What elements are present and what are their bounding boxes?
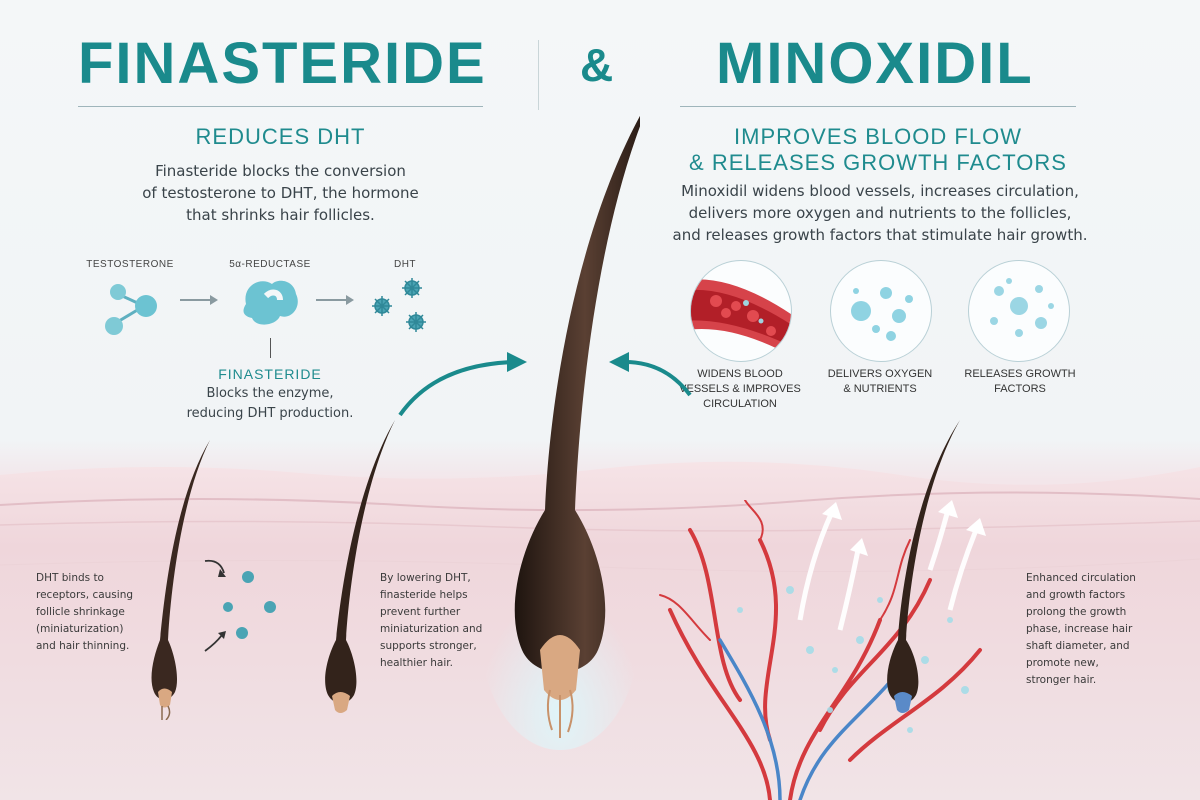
finasteride-effect-note: By lowering DHT, finasteride helps preve…: [380, 572, 483, 669]
right-title-rule: [680, 106, 1076, 107]
pathway-arrow-2-icon: [316, 295, 354, 305]
enzyme-icon: [243, 280, 298, 325]
finasteride-description: Finasteride blocks the conversion of tes…: [142, 162, 419, 224]
dht-particles-icon: [372, 278, 426, 332]
minoxidil-subtitle-line2: & RELEASES GROWTH FACTORS: [689, 150, 1067, 175]
finasteride-subtitle: REDUCES DHT: [195, 124, 366, 149]
finasteride-blocker-label: FINASTERIDE: [218, 366, 322, 382]
healthier-hair-follicle: [325, 420, 395, 713]
finasteride-title: FINASTERIDE: [78, 31, 487, 96]
dht-effect-note: DHT binds to receptors, causing follicle…: [36, 572, 134, 652]
benefit-label-oxygen: DELIVERS OXYGEN & NUTRIENTS: [827, 368, 933, 395]
benefit-label-growth-factors: RELEASES GROWTH FACTORS: [964, 368, 1076, 395]
ampersand: &: [580, 39, 616, 91]
skin-dht-particles-icon: [204, 559, 276, 652]
thinning-hair-follicle: [151, 440, 210, 720]
regrowing-hair-follicle: [887, 420, 960, 713]
pathway-dht-label: DHT: [393, 259, 417, 270]
left-curved-arrow-icon: [398, 352, 527, 417]
blood-vessel-circle: [690, 260, 792, 362]
pathway-enzyme-label: 5α-REDUCTASE: [229, 259, 311, 270]
minoxidil-effect-note: Enhanced circulation and growth factors …: [1026, 572, 1136, 686]
testosterone-molecule-icon: [105, 284, 157, 335]
blocker-line: [270, 338, 271, 358]
oxygen-circle: [830, 260, 932, 362]
growth-factor-circle: [968, 260, 1070, 362]
minoxidil-title: MINOXIDIL: [716, 31, 1034, 96]
central-hair-follicle: [480, 116, 640, 750]
right-curved-arrow-icon: [609, 352, 692, 397]
blood-vessel-network: [659, 500, 982, 800]
oxygen-bubbles-icon: [851, 287, 913, 341]
benefit-label-circulation: WIDENS BLOOD VESSELS & IMPROVES CIRCULAT…: [679, 368, 801, 410]
left-title-rule: [78, 106, 483, 107]
pathway-testosterone-label: TESTOSTERONE: [86, 259, 174, 270]
growth-up-arrows-icon: [797, 500, 986, 631]
minoxidil-subtitle-line1: IMPROVES BLOOD FLOW: [734, 124, 1022, 149]
blood-vessel-icon: [691, 279, 791, 356]
growth-factor-icon: [990, 278, 1054, 337]
pathway-arrow-1-icon: [180, 295, 218, 305]
finasteride-blocker-text: Blocks the enzyme, reducing DHT producti…: [186, 386, 354, 421]
center-divider: [538, 40, 539, 110]
minoxidil-description: Minoxidil widens blood vessels, increase…: [672, 182, 1088, 244]
